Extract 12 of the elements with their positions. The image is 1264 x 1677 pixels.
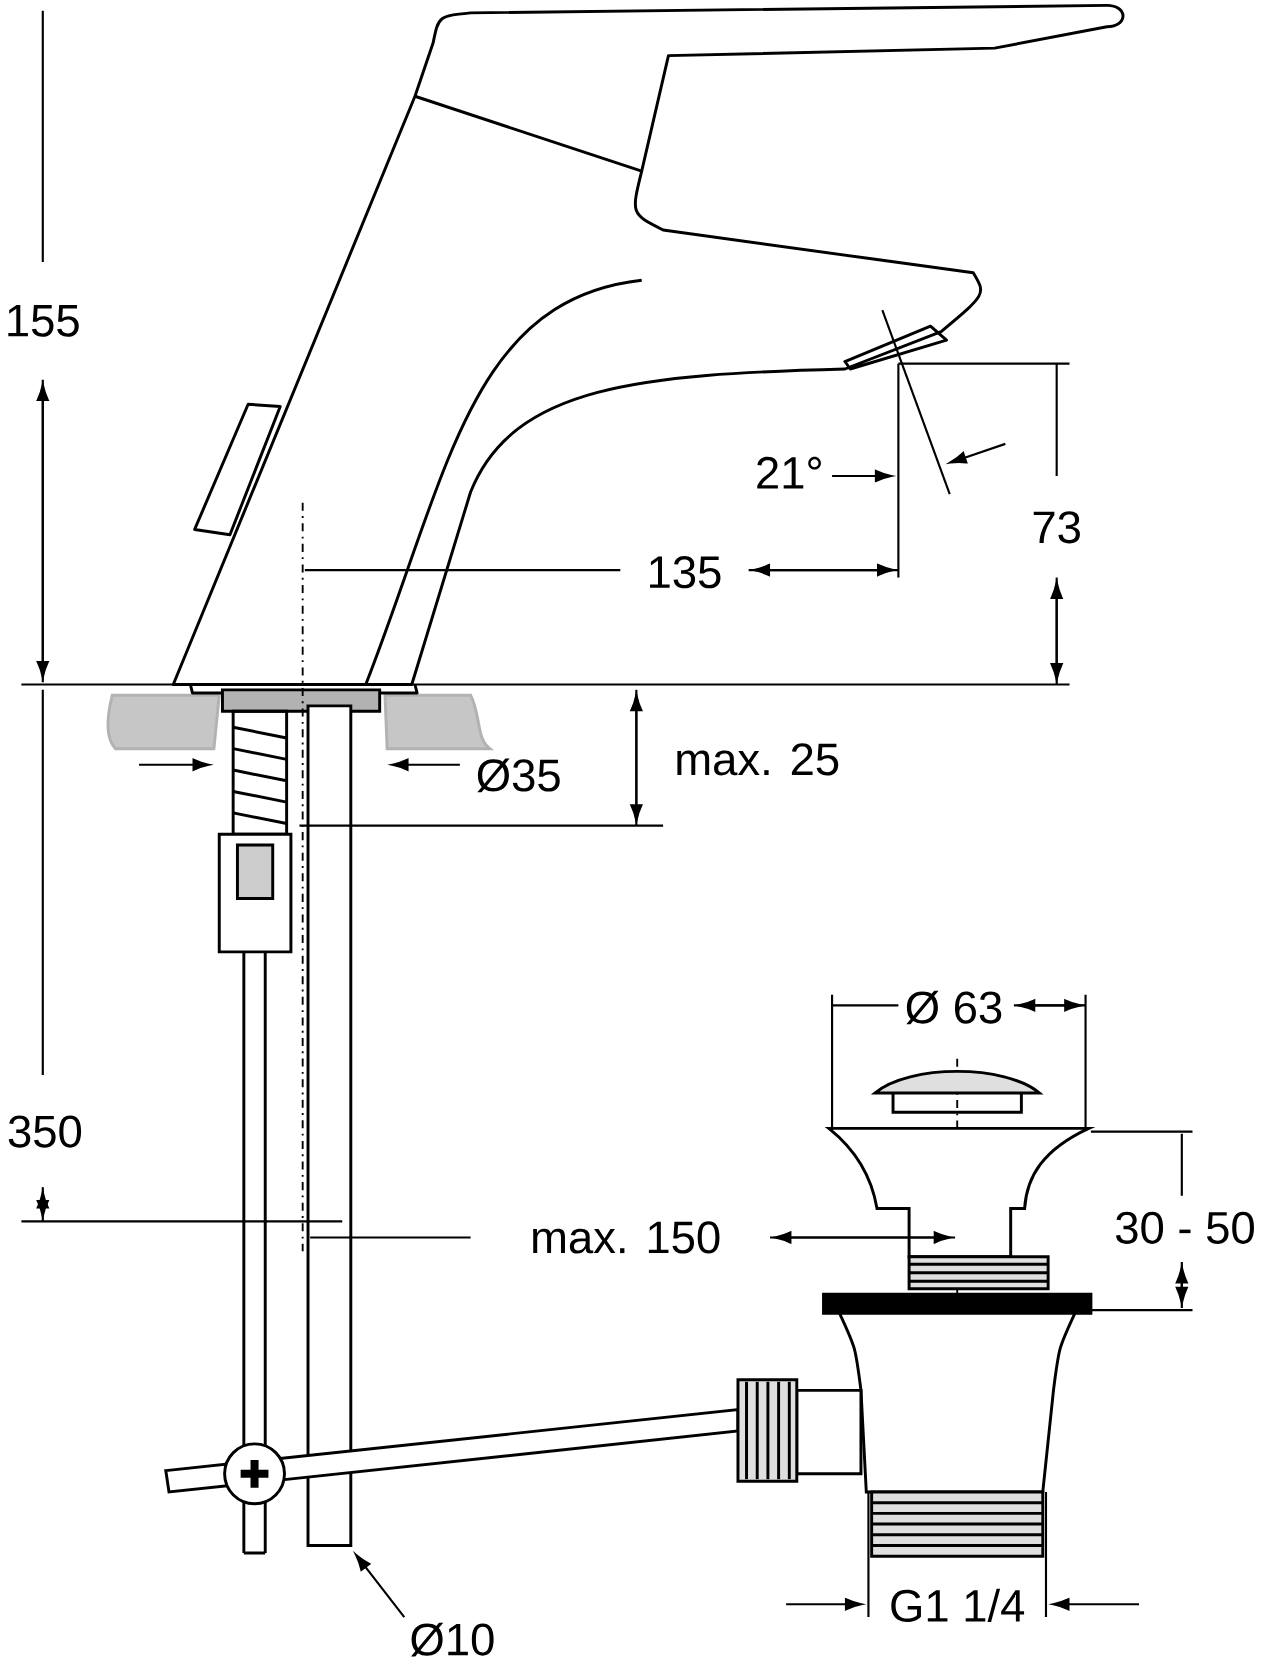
dimension-label: max. 25 xyxy=(671,740,843,779)
dimension-label: Ø 63 xyxy=(902,987,1006,1028)
dimension-label: Ø10 xyxy=(406,1620,498,1660)
dimension-label: 350 xyxy=(4,1112,86,1151)
dimension-label: max. 150 xyxy=(527,1218,724,1257)
dimension-label: 135 xyxy=(643,553,725,591)
dimension-label: 21° xyxy=(752,454,827,492)
dimension-label: Ø35 xyxy=(473,755,565,795)
dimension-label: 155 xyxy=(2,302,84,340)
dimension-label: 73 xyxy=(1028,508,1085,547)
dimension-label: 30 - 50 xyxy=(1111,1209,1259,1247)
dimension-label: G1 1/4 xyxy=(886,1586,1029,1625)
